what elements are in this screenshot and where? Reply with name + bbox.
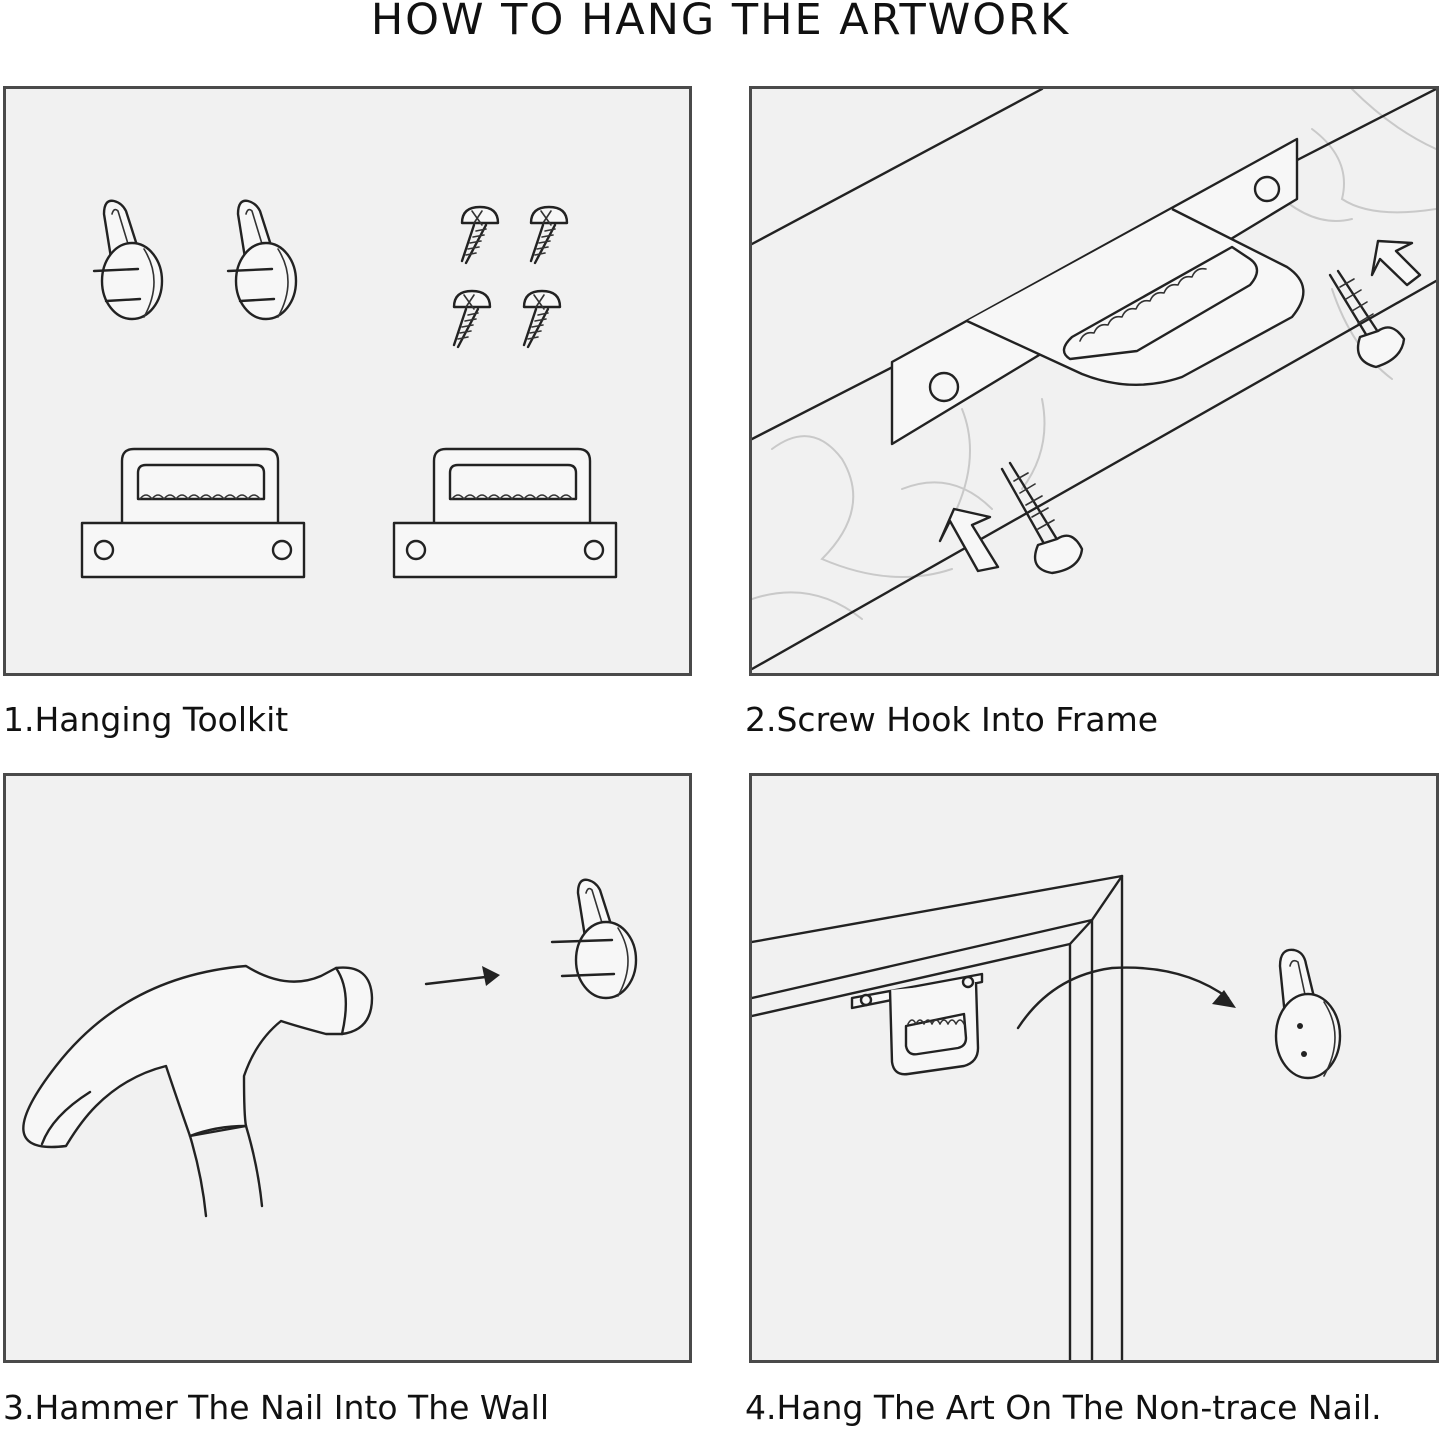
nail-hook-icon (550, 878, 638, 1000)
nail-hook-icon (1274, 948, 1342, 1080)
hammer-icon (22, 964, 374, 1218)
arrow-icon (1016, 966, 1236, 1030)
screw-icon (529, 205, 569, 265)
screw-icon (1328, 269, 1406, 369)
frame-icon (752, 874, 1124, 1360)
sawtooth-hanger-icon (392, 447, 618, 579)
arrow-icon (424, 966, 500, 986)
nail-hook-icon (92, 199, 164, 321)
step-2-caption: 2.Screw Hook Into Frame (745, 700, 1159, 739)
step-2-illustration (749, 86, 1439, 676)
arrow-icon (938, 507, 1000, 573)
step-3-caption: 3.Hammer The Nail Into The Wall (3, 1388, 549, 1427)
screw-icon (1000, 461, 1084, 575)
page-title: HOW TO HANG THE ARTWORK (370, 0, 1071, 45)
step-1-caption: 1.Hanging Toolkit (3, 700, 289, 739)
nail-hook-icon (226, 199, 298, 321)
step-4-illustration (749, 773, 1439, 1363)
step-3-illustration (3, 773, 692, 1363)
step-1-illustration (3, 86, 692, 676)
step-4-caption: 4.Hang The Art On The Non-trace Nail. (745, 1388, 1382, 1427)
screw-icon (460, 205, 500, 265)
screw-icon (452, 289, 492, 349)
sawtooth-hanger-icon (80, 447, 306, 579)
screw-icon (522, 289, 562, 349)
arrow-icon (1370, 239, 1422, 287)
